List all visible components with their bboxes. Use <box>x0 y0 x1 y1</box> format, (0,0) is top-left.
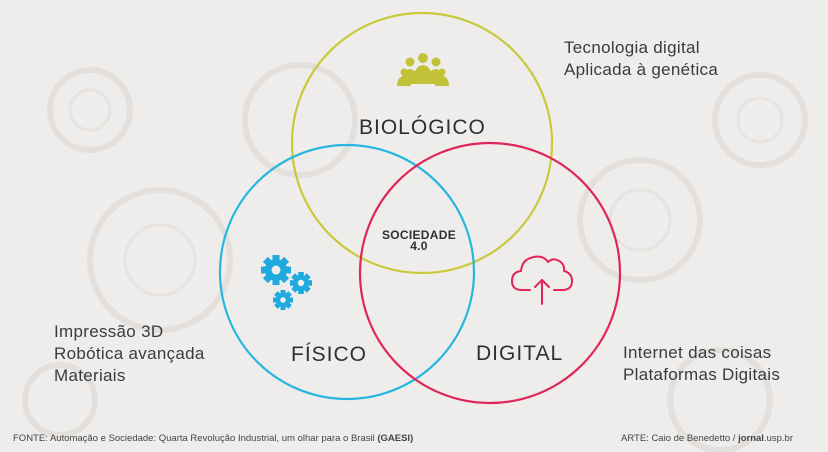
text-bottom-left-line-1: Impressão 3D <box>54 322 164 341</box>
footer-credit-suffix: .usp.br <box>763 433 793 444</box>
text-top-right: Tecnologia digital Aplicada à genética <box>564 37 718 81</box>
text-bottom-left-line-3: Materiais <box>54 366 126 385</box>
circle-digital <box>358 141 622 405</box>
circle-fisico <box>218 143 476 401</box>
footer-source-text: FONTE: Automação e Sociedade: Quarta Rev… <box>13 433 375 444</box>
label-biologico: BIOLÓGICO <box>359 116 486 139</box>
text-bottom-right: Internet das coisas Plataformas Digitais <box>623 342 780 386</box>
text-top-right-line-2: Aplicada à genética <box>564 60 719 79</box>
footer-source: FONTE: Automação e Sociedade: Quarta Rev… <box>13 433 413 444</box>
text-bottom-left-line-2: Robótica avançada <box>54 344 205 363</box>
cloud-upload-icon <box>511 255 573 305</box>
footer-credit: ARTE: Caio de Benedetto / jornal.usp.br <box>621 433 793 444</box>
text-top-right-line-1: Tecnologia digital <box>564 38 700 57</box>
gears-icon <box>261 255 312 310</box>
label-sociedade: SOCIEDADE <box>381 228 457 242</box>
people-group-icon <box>397 53 449 86</box>
footer-source-bold: (GAESI) <box>377 433 414 444</box>
footer-credit-text: ARTE: Caio de Benedetto / <box>621 433 736 444</box>
label-sociedade-4-0: SOCIEDADE 4.0 <box>370 228 468 253</box>
label-fisico: FÍSICO <box>291 343 368 366</box>
text-bottom-right-line-1: Internet das coisas <box>623 343 772 362</box>
footer-credit-bold: jornal <box>738 433 764 444</box>
label-4-0: 4.0 <box>410 239 428 253</box>
text-bottom-left: Impressão 3D Robótica avançada Materiais <box>54 321 205 387</box>
label-digital: DIGITAL <box>476 342 564 365</box>
circle-biologico <box>290 11 554 275</box>
text-bottom-right-line-2: Plataformas Digitais <box>623 365 781 384</box>
